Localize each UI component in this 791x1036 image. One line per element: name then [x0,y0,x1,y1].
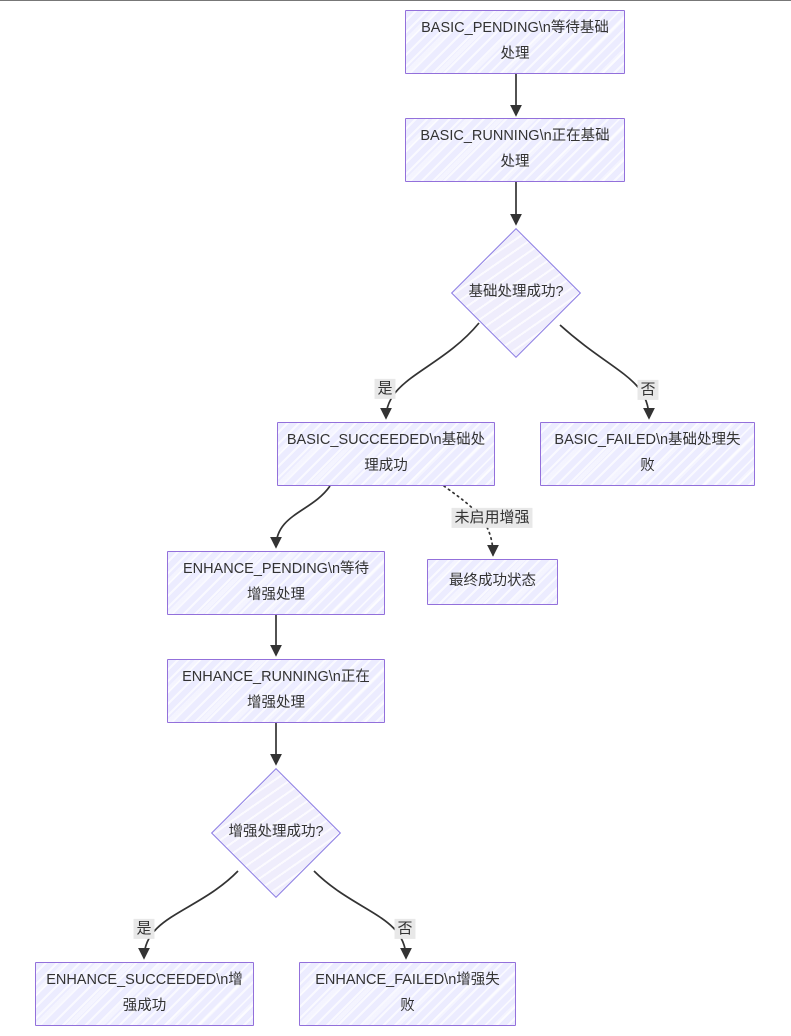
node-basic-failed: BASIC_FAILED\n基础处理失 败 [540,422,755,486]
node-basic-check: 基础处理成功? [450,227,582,359]
node-label-line: BASIC_FAILED\n基础处理失 [554,432,741,449]
edge-enhance-check-yes [138,870,239,960]
node-label-line: BASIC_PENDING\n等待基础 [421,20,609,37]
node-label-line: ENHANCE_PENDING\n等待 [182,561,370,578]
node-label-line: ENHANCE_RUNNING\n正在 [182,669,370,686]
node-label-line: 处理 [500,46,530,62]
node-label-line: 处理 [500,154,530,170]
node-label-line: 败 [400,998,415,1014]
node-enhance-succeeded: ENHANCE_SUCCEEDED\n增 强成功 [35,962,254,1026]
screen-top-edge [0,0,791,1]
edge-basic-check-yes [380,322,480,420]
node-label-line: 最终成功状态 [449,573,536,590]
edge-label-enhance-yes: 是 [133,918,155,940]
node-label-line: 增强处理成功? [228,824,324,841]
node-enhance-failed: ENHANCE_FAILED\n增强失 败 [299,962,516,1026]
edge-basic-check-no [559,324,655,420]
edge-basic-succeeded-to-enhance-pending [270,485,331,549]
node-basic-pending: BASIC_PENDING\n等待基础 处理 [405,10,625,74]
node-label-line: 强成功 [122,998,167,1014]
node-label-line: 理成功 [364,458,408,474]
edge-label-enhance-no: 否 [394,918,416,940]
edge-enhance-check-no [313,870,412,960]
node-basic-succeeded: BASIC_SUCCEEDED\n基础处 理成功 [277,422,495,486]
node-label-line: ENHANCE_FAILED\n增强失 [315,972,500,989]
node-basic-running: BASIC_RUNNING\n正在基础 处理 [405,118,625,182]
node-label-line: BASIC_RUNNING\n正在基础 [420,128,610,145]
node-enhance-pending: ENHANCE_PENDING\n等待 增强处理 [167,551,385,615]
node-label-line: 增强处理 [247,587,305,603]
edge-label-no-enhance: 未启用增强 [451,507,533,529]
edge-label-basic-no: 否 [637,379,659,401]
node-label-line: ENHANCE_SUCCEEDED\n增 [46,972,243,989]
node-label-line: BASIC_SUCCEEDED\n基础处 [286,432,486,449]
node-label-line: 基础处理成功? [468,284,564,301]
node-label-line: 败 [640,458,655,474]
node-final-success: 最终成功状态 [427,559,558,605]
node-enhance-running: ENHANCE_RUNNING\n正在 增强处理 [167,659,385,723]
node-enhance-check: 增强处理成功? [210,767,342,899]
node-label-line: 增强处理 [247,695,305,711]
edge-label-basic-yes: 是 [374,378,396,400]
